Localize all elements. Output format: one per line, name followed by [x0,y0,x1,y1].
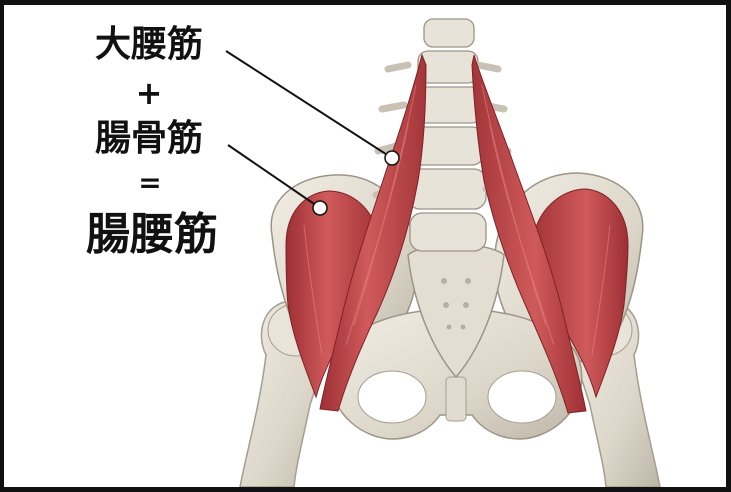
leader-line-iliacus [228,145,320,208]
equals-sign: = [138,169,159,197]
marker-dot-psoas-major [385,151,399,165]
plus-sign: + [136,77,163,109]
label-psoas-major: 大腰筋 [95,27,203,63]
label-column: 大腰筋 + 腸骨筋 = 腸腰筋 [64,23,234,257]
label-iliacus: 腸骨筋 [95,121,203,157]
leader-line-psoas-major [226,51,392,158]
label-iliopsoas: 腸腰筋 [86,213,218,257]
marker-dot-iliacus [313,201,327,215]
